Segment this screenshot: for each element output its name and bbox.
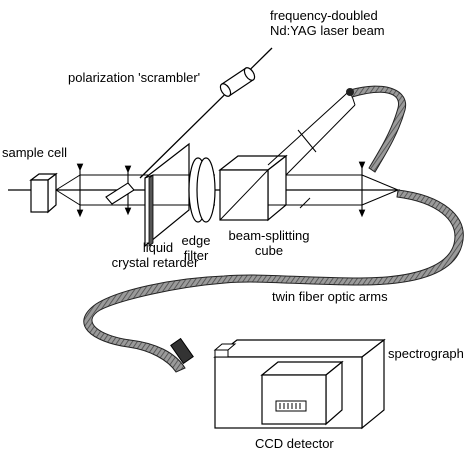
retarder-label: liquid crystal retarder xyxy=(100,240,210,270)
fiber-tip-upper xyxy=(346,88,354,96)
fiber-arm-upper xyxy=(349,85,407,173)
edge-filter-label-line2: filter xyxy=(183,248,209,263)
beam-splitter-label-line1: beam-splitting xyxy=(228,228,310,243)
liquid-crystal-retarder xyxy=(144,142,190,248)
polarization-scrambler xyxy=(219,67,256,97)
laser-label-line2: Nd:YAG laser beam xyxy=(270,23,385,38)
laser-label-line1: frequency-doubled xyxy=(270,8,378,23)
fiber-end-ferrule xyxy=(170,337,194,365)
scrambler-label: polarization 'scrambler' xyxy=(68,70,201,85)
beam-splitting-cube xyxy=(218,154,288,222)
beam-splitter-label: beam-splitting cube xyxy=(224,228,314,258)
upper-lens-marker xyxy=(297,129,317,153)
edge-filter xyxy=(188,157,216,223)
laser-label: frequency-doubled Nd:YAG laser beam xyxy=(270,8,385,38)
injection-mirror xyxy=(105,182,135,205)
spectrograph-label: spectrograph xyxy=(388,346,464,361)
retarder-label-line1: liquid xyxy=(142,240,174,255)
ccd-label: CCD detector xyxy=(255,436,334,451)
edge-filter-label: edge filter xyxy=(178,233,214,263)
retarder-label-line2: crystal retarder xyxy=(111,255,199,270)
edge-filter-label-line1: edge xyxy=(181,233,211,248)
ccd-detector-box xyxy=(260,360,344,426)
ccd-chip xyxy=(275,400,307,412)
beam-splitter-label-line2: cube xyxy=(254,243,284,258)
sample-cell xyxy=(29,172,58,214)
fiber-arms-label: twin fiber optic arms xyxy=(272,289,388,304)
fiber-arm-lower xyxy=(83,189,464,373)
sample-cell-label: sample cell xyxy=(2,145,68,160)
